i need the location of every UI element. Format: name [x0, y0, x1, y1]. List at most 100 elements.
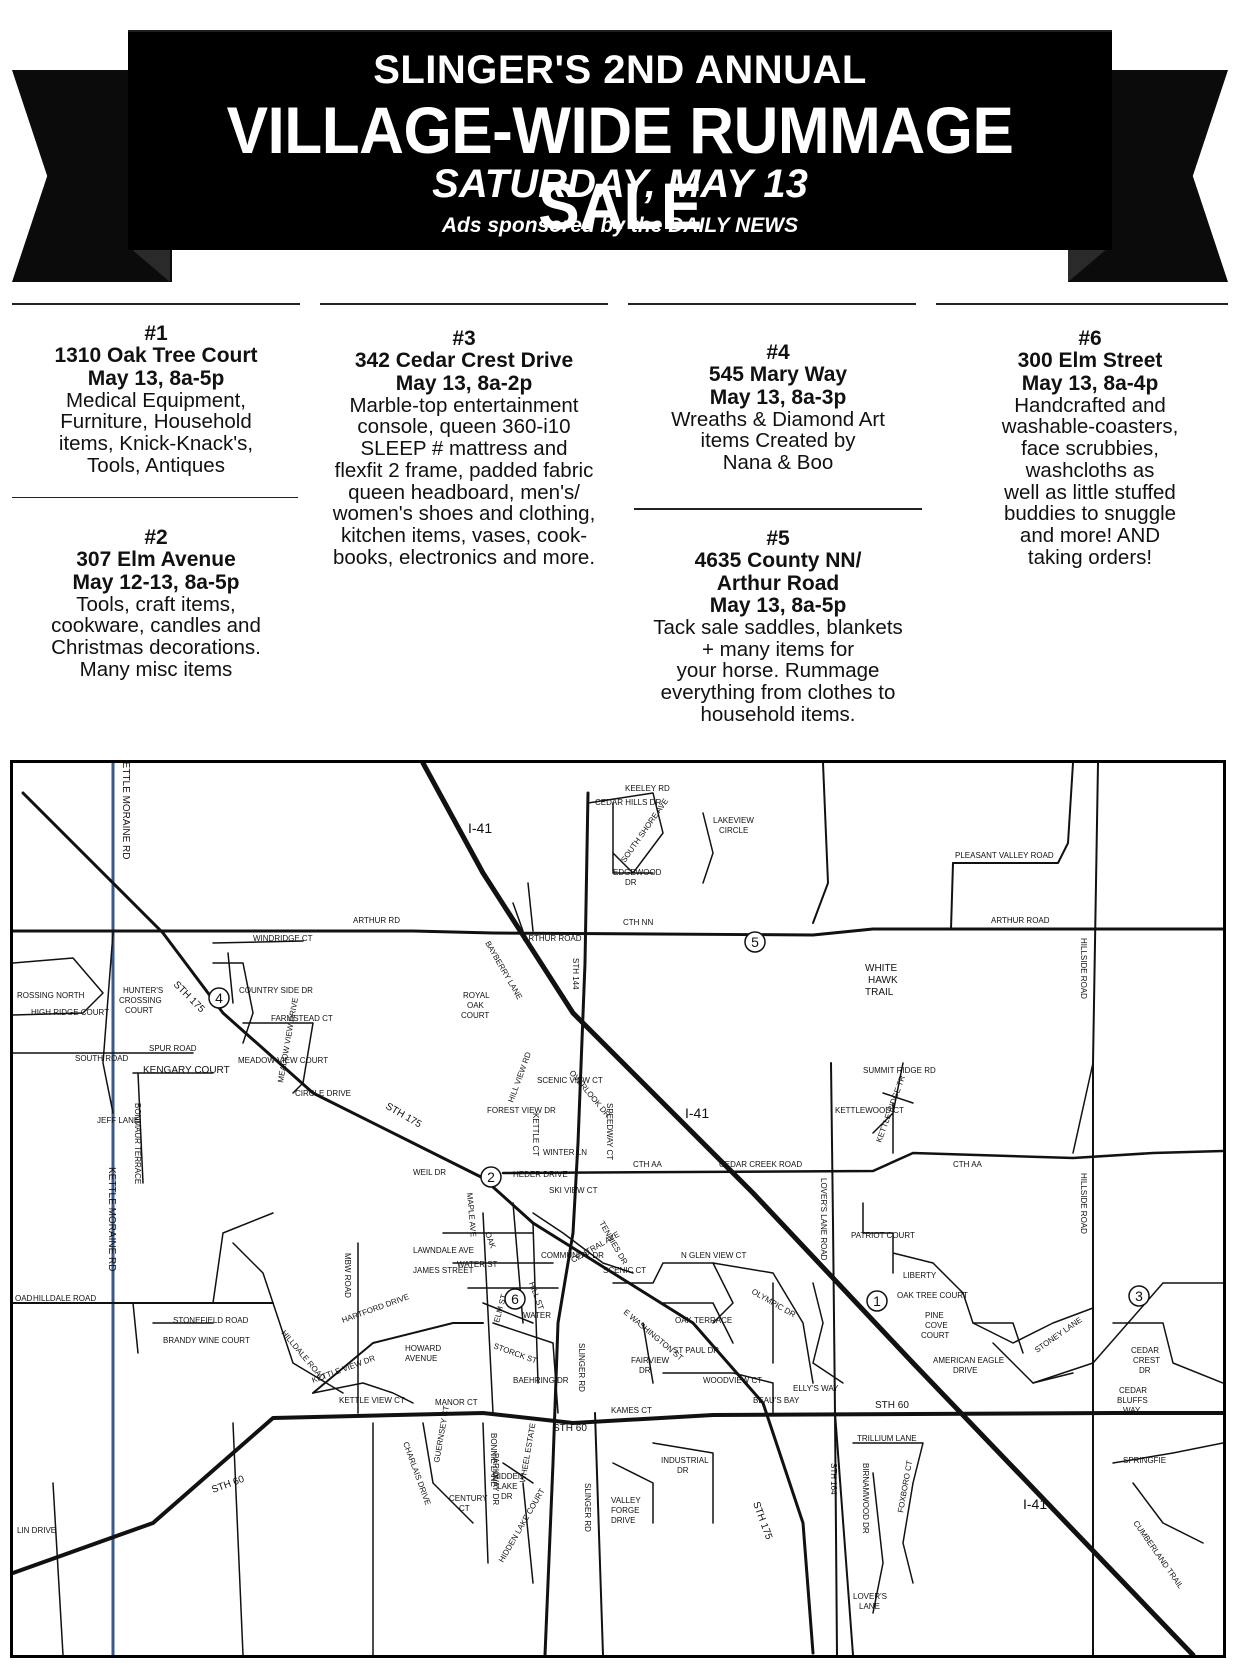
edgewood-label: EDGEWOOD — [613, 868, 662, 877]
road-line — [132, 1302, 214, 1354]
slinger-rd-label: SLINGER RD — [583, 1483, 592, 1532]
hartford-drive-line — [312, 1322, 484, 1394]
sth-60-label: STH 60 — [210, 1474, 246, 1496]
hidden-lake-label: LAKE — [497, 1482, 517, 1491]
i41-label: I-41 — [468, 820, 492, 836]
lakeview-label: CIRCLE — [719, 826, 748, 835]
jeff-lane-label: JEFF LANE — [97, 1116, 139, 1125]
south-road-label: SOUTH ROAD — [75, 1054, 129, 1063]
kettle-moraine-rd-label: KETTLE MORAINE RD — [106, 1167, 117, 1271]
divider — [936, 303, 1228, 305]
road-line — [232, 1422, 244, 1655]
pine-cove-label: PINE — [925, 1311, 944, 1320]
marker-label: 5 — [751, 934, 759, 950]
listing-description: Medical Equipment, Furniture, Household … — [58, 388, 254, 477]
listing-3: #3 342 Cedar Crest Drive May 13, 8a-2p M… — [318, 327, 610, 569]
industrial-label: DR — [677, 1466, 689, 1475]
listing-description: Wreaths & Diamond Art items Created by N… — [671, 407, 885, 475]
arthur-road-label: ARTHUR ROAD — [991, 916, 1050, 925]
divider — [320, 303, 608, 305]
scenic-ct-label: SCENIC CT — [603, 1266, 646, 1275]
divider — [634, 508, 922, 510]
arthur-road-line — [13, 927, 1223, 937]
foxboro-label: FOXBORO CT — [896, 1460, 914, 1514]
road-line — [102, 932, 114, 1114]
listing-date: May 13, 8a-5p — [709, 593, 847, 617]
country-side-label: COUNTRY SIDE DR — [239, 986, 313, 995]
road-line — [950, 862, 954, 930]
valley-forge-label: FORGE — [611, 1506, 639, 1515]
kettle-ct-label: KETTLE CT — [531, 1113, 540, 1156]
cth-aa-label: CTH AA — [633, 1160, 663, 1169]
lovers-lane-road-line — [830, 1062, 838, 1655]
listing-number: #4 — [766, 341, 790, 364]
map-marker-6: 6 — [504, 1288, 526, 1310]
pleasant-valley-label: PLEASANT VALLEY ROAD — [955, 851, 1054, 860]
royal-oak-label: ROYAL — [463, 991, 490, 1000]
listing-number: #3 — [452, 327, 476, 350]
map-marker-2: 2 — [480, 1166, 502, 1188]
arthur-rd-label: ARTHUR RD — [353, 916, 400, 925]
howard-label: AVENUE — [405, 1354, 437, 1363]
springfield-line — [1112, 1442, 1223, 1544]
hilldale-road-label: HILLDALE ROAD — [33, 1294, 96, 1303]
community-drive-line — [532, 1212, 634, 1274]
ellys-way-label: ELLY'S WAY — [793, 1384, 839, 1393]
listing-date: May 13, 8a-4p — [1021, 371, 1159, 395]
industrial-drive-line — [652, 1442, 714, 1524]
sth-60-label: STH 60 — [553, 1423, 587, 1434]
lakeview-label: LAKEVIEW — [713, 816, 754, 825]
winter-ln-label: WINTER LN — [543, 1148, 587, 1157]
listing-5: #5 4635 County NN/ Arthur Road May 13, 8… — [634, 527, 922, 726]
i41-label: I-41 — [685, 1105, 709, 1121]
spur-road-label: SPUR ROAD — [149, 1044, 197, 1053]
hill-st-label: HILL ST — [527, 1281, 545, 1311]
parkway-label: PARKWAY DR — [491, 1453, 500, 1505]
sth-60-line — [13, 1411, 1223, 1575]
ski-view-label: SKI VIEW CT — [549, 1186, 598, 1195]
patriot-court-line — [862, 1202, 934, 1274]
kettlewood-label: KETTLEWOOD CT — [835, 1106, 904, 1115]
listing-6: #6 300 Elm Street May 13, 8a-4p Handcraf… — [946, 327, 1234, 569]
south-street-line — [482, 1422, 534, 1584]
cedar-bluffs-label: CEDAR — [1119, 1386, 1147, 1395]
hunters-label: HUNTER'S — [123, 986, 163, 995]
farmstead-label: FARMSTEAD CT — [271, 1014, 333, 1023]
sth-144-label: STH 144 — [571, 958, 580, 990]
road-line — [812, 763, 829, 924]
marker-label: 6 — [511, 1291, 519, 1307]
road-line — [587, 792, 664, 874]
valley-forge-line — [612, 1462, 654, 1524]
listing-number: #6 — [1078, 327, 1102, 350]
pine-cove-label: COVE — [925, 1321, 948, 1330]
storck-st-label: STORCK ST — [492, 1341, 538, 1365]
i41-label: I-41 — [1023, 1496, 1047, 1512]
lovers-lane-road-label: LOVER'S LANE ROAD — [819, 1178, 828, 1261]
storck-street-line — [492, 1322, 559, 1414]
listing-address: 1310 Oak Tree Court — [54, 344, 258, 368]
cedar-bluffs-label: WAY — [1123, 1406, 1141, 1415]
cedar-crest-label: CREST — [1133, 1356, 1160, 1365]
road-line — [512, 882, 534, 932]
residential-street-line — [612, 1262, 734, 1384]
map-marker-4: 4 — [208, 987, 230, 1009]
hillside-road-label: HILLSIDE ROAD — [1079, 1173, 1088, 1234]
cth-aa-line — [501, 1149, 1223, 1175]
hunters-label: COURT — [125, 1006, 153, 1015]
listing-address: 4635 County NN/ Arthur Road — [694, 549, 862, 595]
crossing-north-label: ROSSING NORTH — [17, 991, 85, 1000]
st-paul-label: ST PAUL DR — [673, 1346, 719, 1355]
kettle-view-line — [312, 1382, 414, 1404]
patriot-court-label: PATRIOT COURT — [851, 1231, 915, 1240]
residential-street-line — [662, 1372, 774, 1414]
pleasant-valley-road-line — [952, 763, 1074, 864]
white-hawk-label: HAWK — [868, 975, 898, 986]
american-eagle-line — [932, 1262, 1094, 1344]
liberty-label: LIBERTY — [903, 1271, 937, 1280]
windridge-label: WINDRIDGE CT — [253, 934, 313, 943]
listing-description: Tack sale saddles, blankets + many items… — [653, 616, 903, 726]
hidden-lake-label: DR — [501, 1492, 513, 1501]
arthur-road-label: ARTHUR ROAD — [523, 934, 582, 943]
n-glen-label: N GLEN VIEW CT — [681, 1251, 746, 1260]
marker-label: 2 — [487, 1169, 495, 1185]
